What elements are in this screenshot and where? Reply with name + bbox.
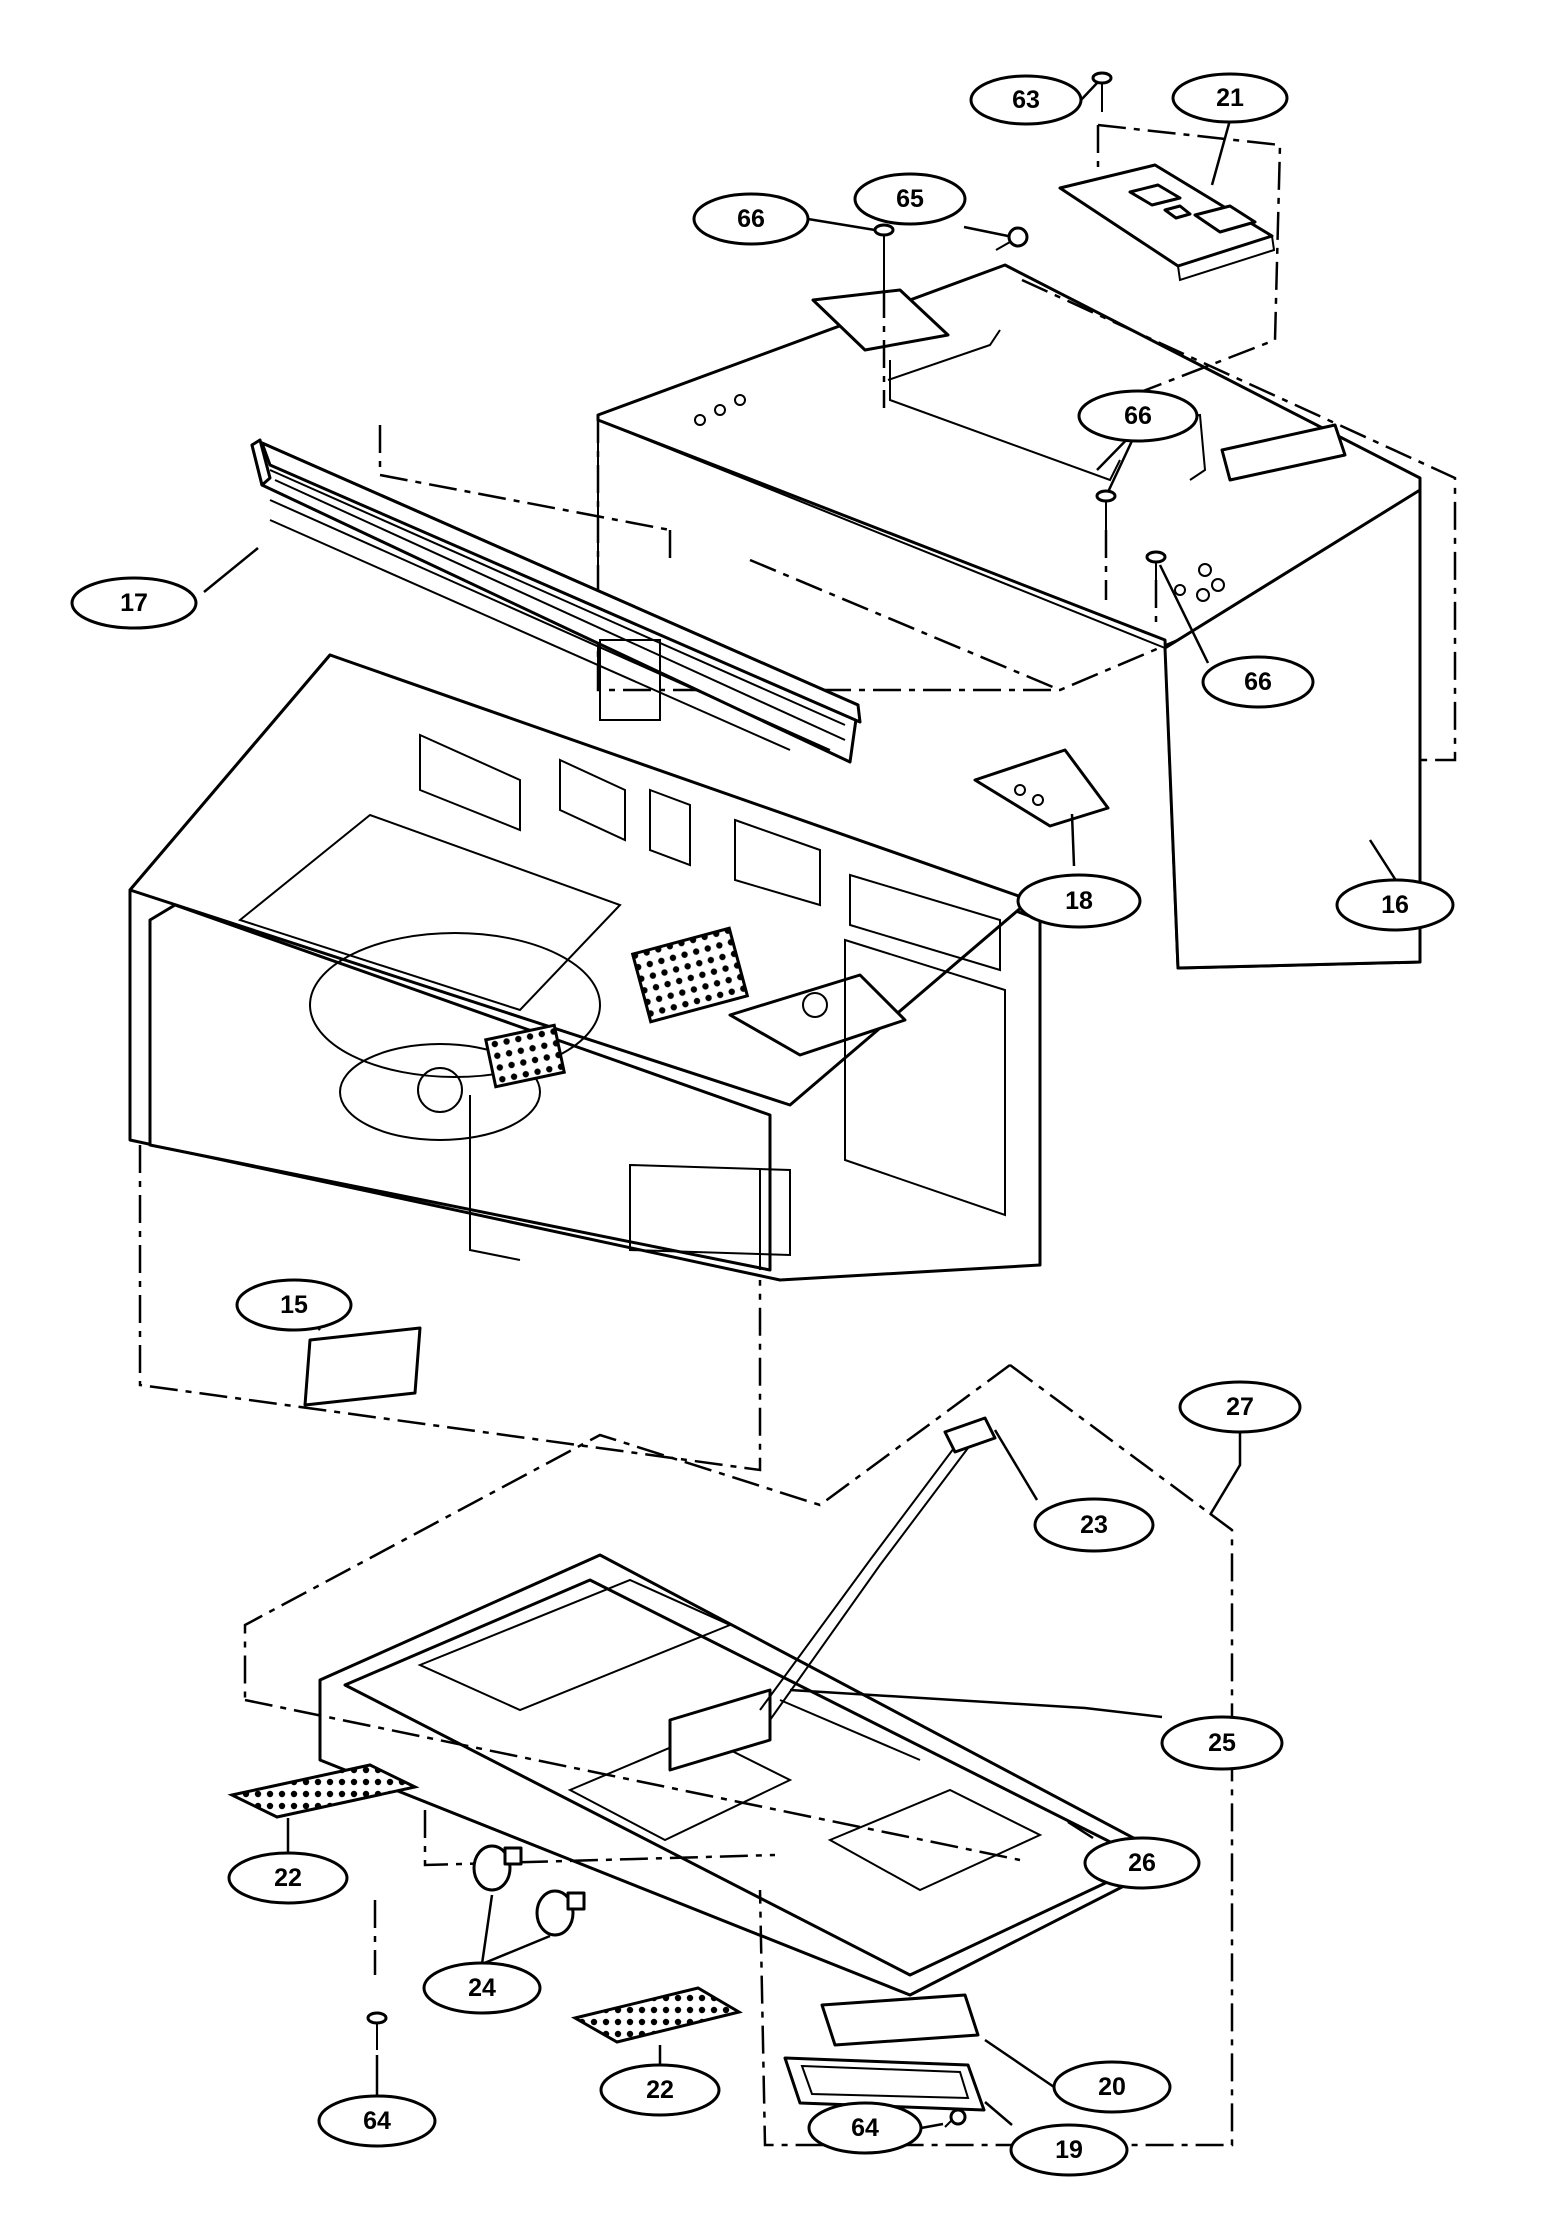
top-vent-plate [1058, 163, 1276, 282]
callout-21: 21 [1171, 72, 1289, 124]
vent-plate-dash-outline [1096, 123, 1282, 402]
svg-text:17: 17 [120, 589, 148, 617]
callout-64-left: 64 [317, 2094, 437, 2148]
grease-filter-right [570, 1986, 743, 2044]
callout-23: 23 [1033, 1497, 1155, 1553]
callout-66-side: 66 [1201, 655, 1315, 709]
light-cover [783, 2056, 986, 2112]
svg-text:23: 23 [1080, 1511, 1108, 1539]
base-plate [318, 1553, 1177, 1997]
svg-text:64: 64 [851, 2114, 879, 2142]
svg-text:21: 21 [1216, 84, 1244, 112]
grille-dash-outline [378, 425, 672, 560]
small-bracket [973, 748, 1110, 828]
screw-64-right [944, 2108, 967, 2128]
callout-17: 17 [70, 576, 198, 630]
small-cover [303, 1326, 422, 1407]
leader-lines [203, 81, 1397, 2130]
callout-19: 19 [1009, 2123, 1129, 2177]
svg-text:19: 19 [1055, 2136, 1083, 2164]
svg-text:24: 24 [468, 1974, 496, 2002]
callout-20: 20 [1052, 2060, 1172, 2114]
screw-63 [1091, 71, 1113, 112]
svg-text:20: 20 [1098, 2073, 1126, 2101]
callout-18: 18 [1016, 873, 1142, 929]
oven-cavity-frame [128, 653, 1042, 1282]
svg-text:66: 66 [1124, 402, 1152, 430]
svg-text:18: 18 [1065, 887, 1093, 915]
callout-64-right: 64 [807, 2101, 923, 2155]
svg-text:63: 63 [1012, 86, 1040, 114]
screw-66-middle [1095, 489, 1117, 600]
svg-text:15: 15 [280, 1291, 308, 1319]
grease-filter-left [227, 1763, 420, 1819]
callout-25: 25 [1160, 1715, 1284, 1771]
cavity-dash-outline [138, 1145, 762, 1472]
callout-27: 27 [1178, 1380, 1302, 1434]
base-dash-outline [243, 1363, 1234, 2147]
callout-66-middle: 66 [1077, 389, 1199, 443]
svg-text:26: 26 [1128, 1849, 1156, 1877]
callout-16: 16 [1335, 878, 1455, 932]
callout-66-top: 66 [692, 192, 810, 246]
callout-22-right: 22 [599, 2063, 721, 2117]
svg-text:64: 64 [363, 2107, 391, 2135]
svg-text:65: 65 [896, 185, 924, 213]
callout-26: 26 [1083, 1836, 1201, 1890]
light-lens [820, 1993, 980, 2047]
screw-66-side [1145, 550, 1167, 625]
front-grille [250, 438, 862, 764]
callout-22-left: 22 [227, 1851, 349, 1905]
svg-text:27: 27 [1226, 1393, 1254, 1421]
svg-text:22: 22 [274, 1864, 302, 1892]
screw-65 [995, 226, 1029, 251]
svg-text:66: 66 [1244, 668, 1272, 696]
cabinet-dash-outline [596, 278, 1457, 762]
light-bulbs [472, 1844, 586, 1937]
callout-63: 63 [969, 74, 1083, 126]
svg-text:25: 25 [1208, 1729, 1236, 1757]
wire-harness [759, 1416, 997, 1761]
svg-text:22: 22 [646, 2076, 674, 2104]
svg-text:16: 16 [1381, 891, 1409, 919]
callout-65: 65 [853, 172, 967, 226]
outer-cabinet [596, 263, 1422, 970]
screw-64-left [366, 2011, 388, 2050]
callout-15: 15 [235, 1278, 353, 1332]
svg-text:66: 66 [737, 205, 765, 233]
callout-24: 24 [422, 1961, 542, 2015]
